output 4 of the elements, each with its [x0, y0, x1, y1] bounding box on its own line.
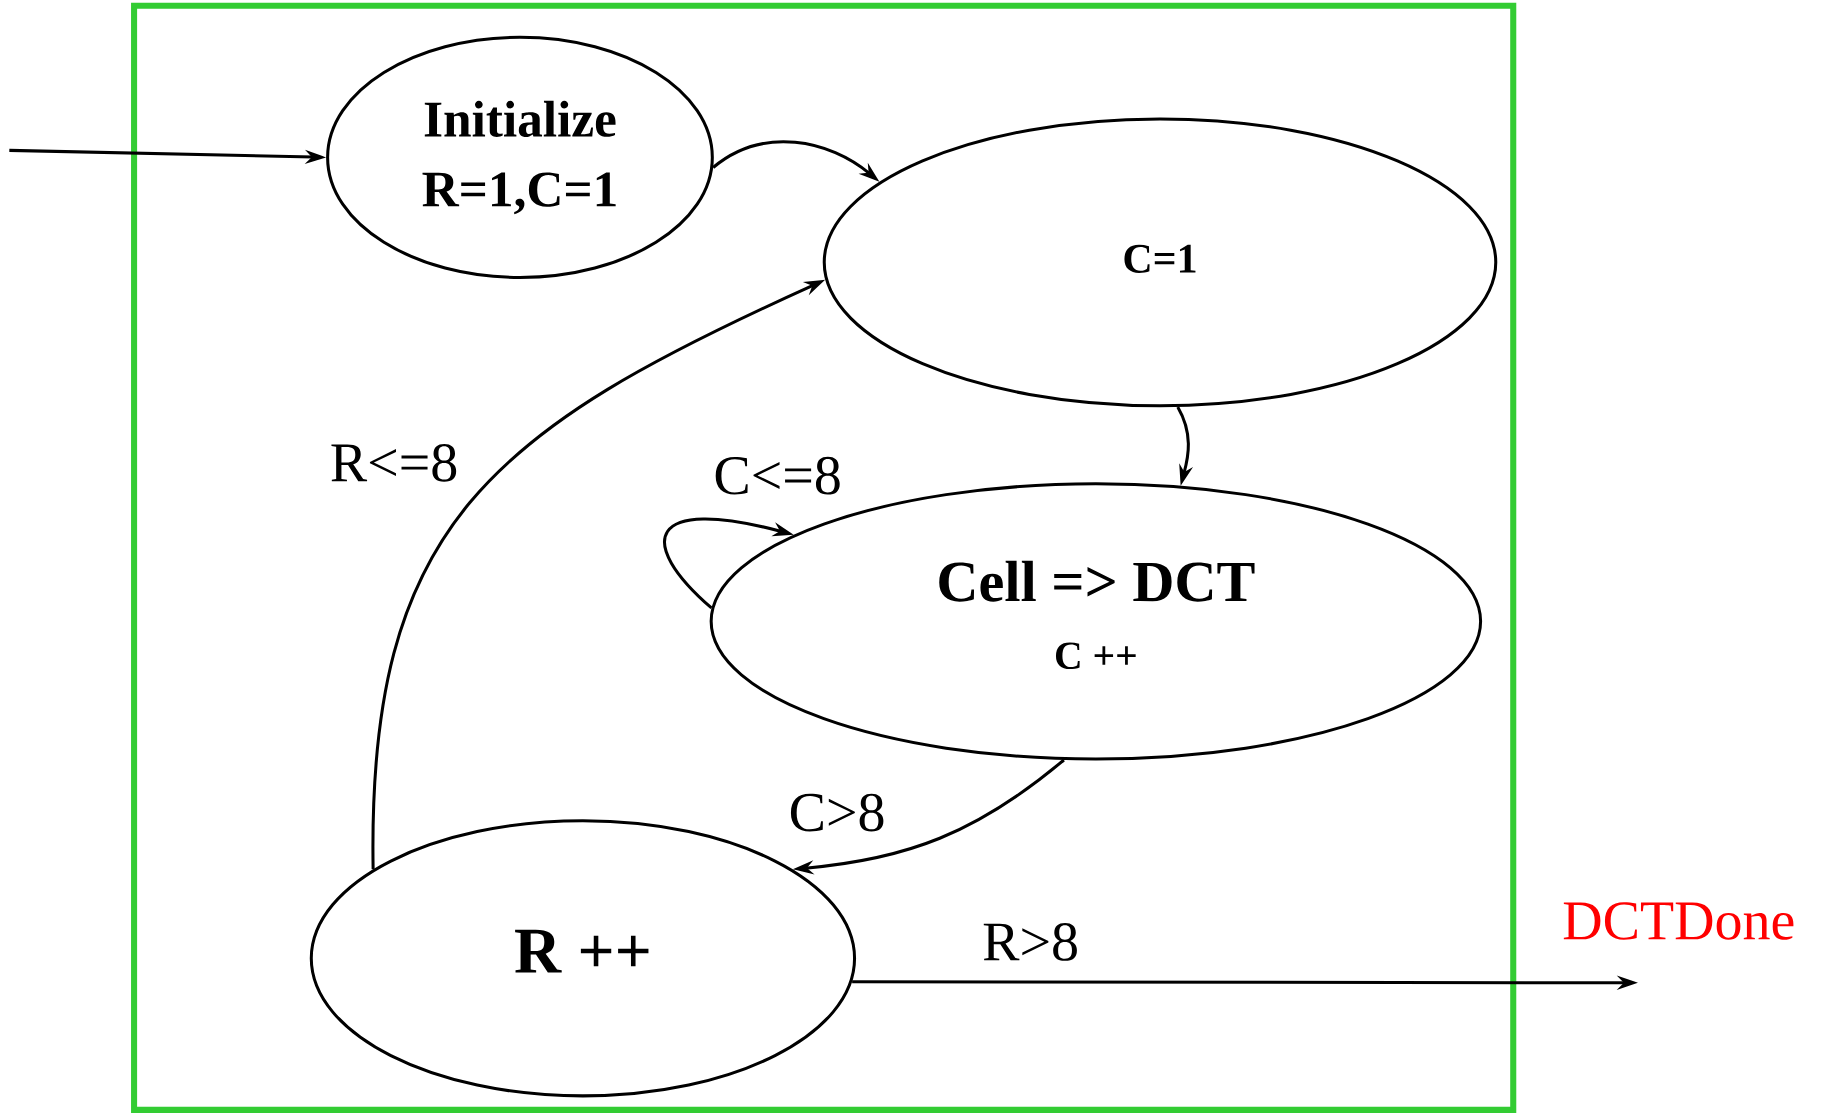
- edge-label: R>8: [979, 920, 1082, 964]
- edge-label: R<=8: [327, 441, 461, 485]
- status-label: DCTDone: [1563, 902, 1794, 940]
- boundary-box: [131, 2, 1517, 1114]
